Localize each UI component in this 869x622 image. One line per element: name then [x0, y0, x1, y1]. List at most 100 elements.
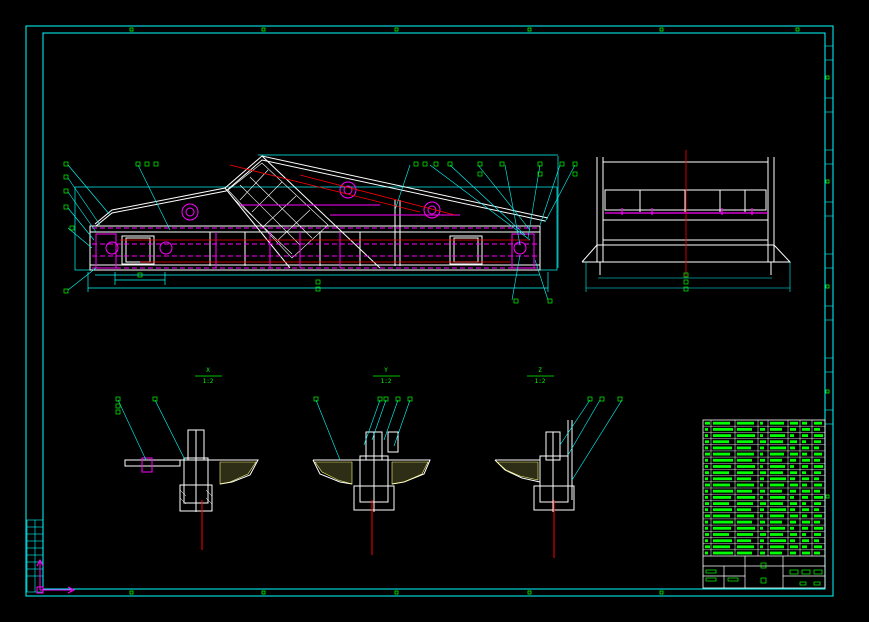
parts-list-cell-mark — [790, 502, 797, 505]
parts-list-cell-mark — [705, 465, 708, 468]
detail-y-scale: 1:2 — [381, 378, 392, 385]
parts-list-cell-mark — [760, 477, 764, 481]
detail-view-x: X 1:2 — [115, 367, 259, 550]
parts-list-cell-mark — [814, 434, 823, 437]
side-view — [581, 150, 792, 292]
parts-list-cell-mark — [713, 489, 733, 493]
parts-list-cell-mark — [770, 477, 786, 481]
parts-list-cell-mark — [760, 452, 763, 456]
parts-list-cell-mark — [760, 520, 765, 524]
parts-list-cell-mark — [790, 434, 794, 437]
parts-list-table — [702, 419, 826, 589]
parts-list-cell-mark — [737, 440, 753, 444]
parts-list-cell-mark — [737, 533, 753, 536]
parts-list-cell-mark — [814, 421, 822, 425]
parts-list-cell-mark — [790, 539, 795, 543]
parts-list-cell-mark — [770, 533, 783, 536]
parts-list-cell-mark — [713, 520, 733, 524]
parts-list-cell-mark — [760, 471, 766, 475]
parts-list-cell-mark — [737, 551, 752, 555]
parts-list-cell-mark — [760, 514, 763, 518]
parts-list-cell-mark — [790, 508, 795, 512]
parts-list-cell-mark — [705, 545, 710, 549]
parts-list-cell-mark — [790, 465, 794, 468]
parts-list-cell-mark — [770, 545, 784, 549]
parts-list-cell-mark — [814, 458, 820, 462]
parts-list-cell-mark — [814, 483, 822, 487]
parts-list-cell-mark — [770, 502, 783, 505]
parts-list-cell-mark — [814, 508, 819, 512]
parts-list-cell-mark — [790, 496, 794, 499]
parts-list-cell-mark — [790, 440, 797, 444]
parts-list-cell-mark — [814, 446, 819, 450]
parts-list-cell-mark — [790, 477, 795, 481]
parts-list-cell-mark — [705, 434, 708, 437]
sheet-frame — [25, 25, 834, 597]
parts-list-cell-mark — [737, 520, 752, 524]
parts-list-cell-mark — [790, 533, 797, 536]
parts-list-cell-mark — [814, 539, 819, 543]
detail-y-title: Y — [384, 367, 388, 374]
parts-list-cell-mark — [713, 496, 731, 499]
parts-list-cell-mark — [814, 496, 823, 499]
detail-z-title: Z — [538, 367, 542, 374]
parts-list-cell-mark — [705, 514, 710, 518]
parts-list-cell-mark — [737, 526, 755, 530]
right-scale-ticks — [825, 45, 833, 425]
parts-list-cell-mark — [705, 520, 708, 524]
parts-list-cell-mark — [790, 545, 798, 549]
parts-list-cell-mark — [770, 465, 785, 468]
parts-list-cell-mark — [713, 465, 731, 468]
parts-list-cell-mark — [814, 428, 820, 431]
parts-list-cell-mark — [790, 452, 798, 456]
parts-list-cell-mark — [770, 539, 786, 543]
parts-list-cell-mark — [770, 452, 784, 456]
parts-list-cell-mark — [737, 458, 752, 462]
parts-list-cell-mark — [770, 483, 784, 487]
parts-list-cell-mark — [790, 514, 798, 518]
parts-list-cell-mark — [705, 440, 709, 444]
parts-list-cell-mark — [814, 551, 820, 555]
parts-list-cell-mark — [790, 489, 796, 493]
parts-list-cell-mark — [814, 526, 823, 530]
parts-list-cell-mark — [760, 465, 763, 468]
parts-list-cell-mark — [760, 496, 763, 499]
parts-list-cell-mark — [705, 452, 710, 456]
parts-list-cell-mark — [737, 539, 751, 543]
parts-list-cell-mark — [705, 551, 708, 555]
parts-list-cell-mark — [713, 421, 730, 425]
parts-list-cell-mark — [705, 421, 710, 425]
parts-list-cell-mark — [760, 539, 764, 543]
parts-list-cell-mark — [790, 551, 796, 555]
parts-list-cell-mark — [705, 458, 708, 462]
parts-list-cell-mark — [802, 533, 806, 536]
parts-list-cell-mark — [770, 434, 785, 437]
parts-list-cell-mark — [737, 489, 752, 493]
inner-border — [42, 32, 826, 590]
parts-list-cell-mark — [790, 428, 796, 431]
parts-list-cell-mark — [760, 526, 763, 530]
parts-list-cell-mark — [802, 471, 806, 475]
parts-list-cell-mark — [713, 434, 731, 437]
detail-view-z: Z 1:2 — [494, 367, 623, 558]
parts-list-cell-mark — [790, 471, 797, 475]
parts-list-cell-mark — [760, 533, 766, 536]
parts-list-cell-mark — [760, 545, 763, 549]
parts-list-cell-mark — [713, 508, 732, 512]
parts-list-cell-mark — [705, 471, 709, 475]
parts-list-cell-mark — [713, 440, 729, 444]
parts-list-cell-mark — [802, 446, 809, 450]
parts-list-cell-mark — [760, 508, 764, 512]
parts-list-cell-mark — [814, 533, 821, 536]
parts-list-cell-mark — [760, 434, 763, 437]
parts-list-cell-mark — [705, 477, 708, 481]
parts-list-cell-mark — [737, 465, 755, 468]
parts-list-cell-mark — [802, 502, 806, 505]
parts-list-cell-mark — [770, 421, 784, 425]
parts-list-cell-mark — [802, 421, 807, 425]
parts-list-cell-mark — [737, 508, 751, 512]
parts-list-cell-mark — [713, 428, 733, 431]
parts-list-cell-mark — [814, 477, 819, 481]
parts-list-cell-mark — [760, 440, 766, 444]
parts-list-cell-mark — [802, 496, 808, 499]
